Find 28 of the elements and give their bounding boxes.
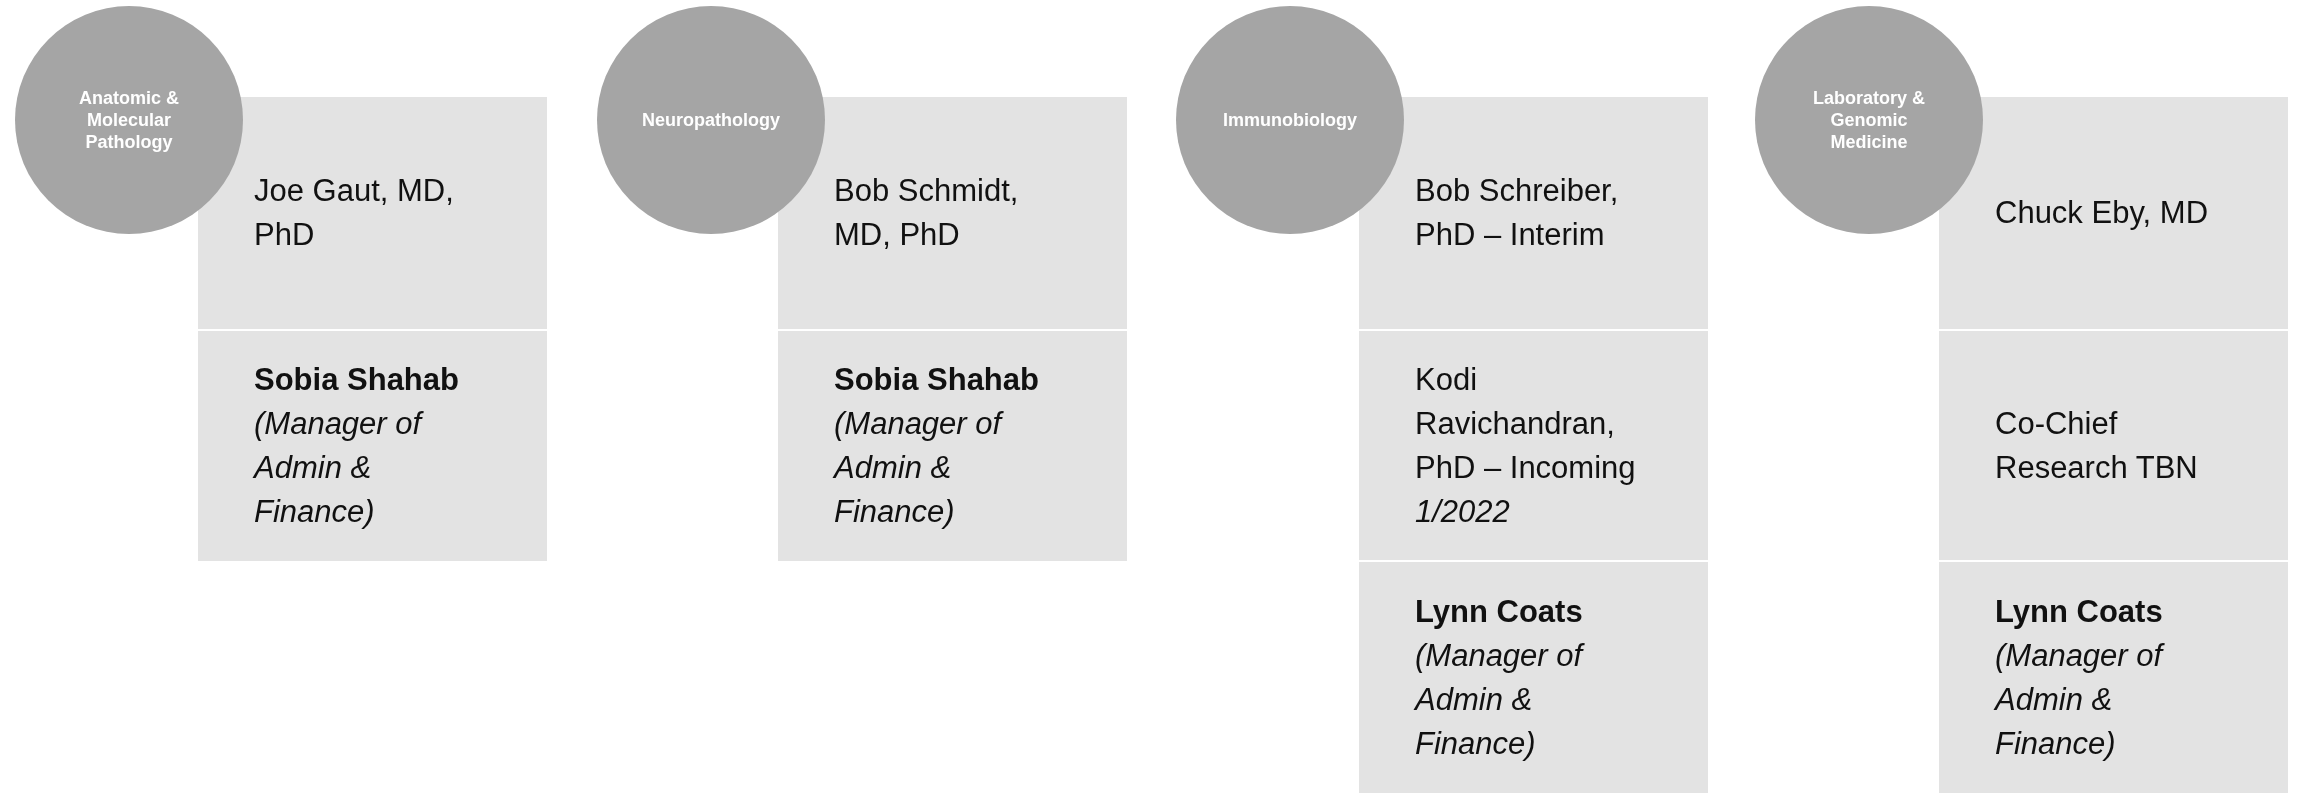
- person-cell: [1939, 97, 2288, 329]
- department-label: Neuropathology: [641, 109, 781, 131]
- person-name: Sobia Shahab: [834, 361, 1040, 399]
- role-text: (Manager of Admin & Finance): [834, 405, 1005, 531]
- role-text: (Manager of Admin & Finance): [1995, 636, 2166, 763]
- person-cell: [1359, 97, 1708, 329]
- manager-cell: [198, 331, 547, 561]
- person-cell: [1359, 331, 1708, 560]
- person-name: Sobia Shahab: [254, 361, 460, 399]
- department-label: Laboratory & Genomic Medicine: [1812, 87, 1926, 153]
- role-text: (Manager of Admin & Finance): [1415, 636, 1586, 763]
- person-text: Chuck Eby, MD: [1995, 194, 2210, 232]
- person-cell: [778, 97, 1127, 329]
- manager-cell: [1359, 562, 1708, 793]
- role-text: (Manager of Admin & Finance): [254, 405, 425, 531]
- person-cell: [1939, 331, 2288, 560]
- manager-cell: [778, 331, 1127, 561]
- person-name: Lynn Coats: [1415, 592, 1584, 631]
- person-name: Lynn Coats: [1995, 592, 2164, 631]
- department-label: Immunobiology: [1222, 109, 1358, 131]
- person-text: Co-Chief Research TBN: [1995, 404, 2199, 487]
- person-text: Bob Schmidt, MD, PhD: [834, 172, 1020, 254]
- person-text: Kodi Ravichandran, PhD – Incoming 1/2022: [1415, 360, 1637, 531]
- department-label: Anatomic & Molecular Pathology: [78, 87, 180, 153]
- person-text: Joe Gaut, MD, PhD: [254, 172, 455, 254]
- manager-cell: [1939, 562, 2288, 793]
- person-text: Bob Schreiber, PhD – Interim: [1415, 172, 1620, 254]
- person-cell: [198, 97, 547, 329]
